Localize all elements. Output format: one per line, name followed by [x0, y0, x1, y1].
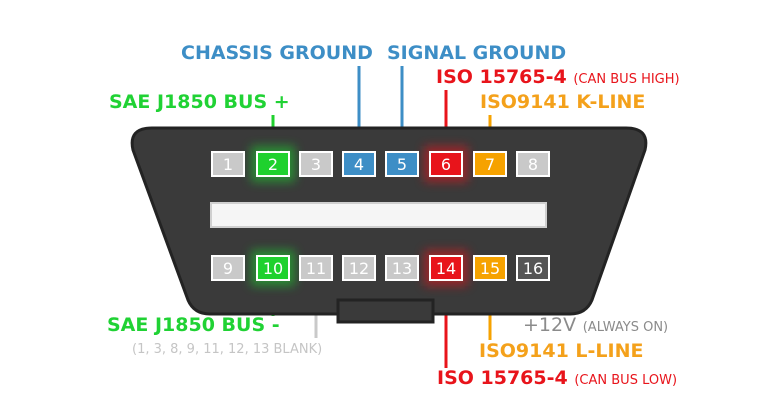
pin-13: [385, 255, 419, 281]
pin-number-4: 4: [354, 155, 364, 174]
pin-2: [256, 151, 290, 177]
pin-number-15: 15: [480, 259, 500, 278]
signal-ground-label: SIGNAL GROUND: [387, 42, 567, 64]
pin-number-9: 9: [223, 259, 233, 278]
connector-slot: [210, 202, 547, 228]
j1850-plus-label: SAE J1850 BUS +: [109, 91, 290, 113]
pin-number-6: 6: [441, 155, 451, 174]
pin-7: [473, 151, 507, 177]
can-low-label: ISO 15765-4 (CAN BUS LOW): [437, 369, 677, 388]
chassis-ground-label: CHASSIS GROUND: [181, 42, 373, 64]
pin-16: [516, 255, 550, 281]
pin-4: [342, 151, 376, 177]
pin-number-13: 13: [392, 259, 412, 278]
pin-number-3: 3: [311, 155, 321, 174]
pin-15: [473, 255, 507, 281]
pin-14: [429, 255, 463, 281]
pin-9: [211, 255, 245, 281]
can-low-sub: (CAN BUS LOW): [574, 373, 678, 388]
pin-8: [516, 151, 550, 177]
blank-pins-note: (1, 3, 8, 9, 11, 12, 13 BLANK): [132, 342, 323, 357]
pin-number-7: 7: [485, 155, 495, 174]
can-low-main: ISO 15765-4: [437, 367, 568, 389]
pin-12: [342, 255, 376, 281]
pin-3: [299, 151, 333, 177]
pin-number-1: 1: [223, 155, 233, 174]
pin-number-2: 2: [268, 155, 278, 174]
can-high-sub: (CAN BUS HIGH): [573, 72, 680, 87]
pin-5: [385, 151, 419, 177]
power-sub: (ALWAYS ON): [582, 320, 669, 335]
lline-label: ISO9141 L-LINE: [479, 340, 644, 362]
pin-number-11: 11: [306, 259, 326, 278]
pin-11: [299, 255, 333, 281]
pin-number-16: 16: [523, 259, 543, 278]
pin-number-10: 10: [263, 259, 283, 278]
can-high-main: ISO 15765-4: [436, 66, 567, 88]
pin-number-14: 14: [436, 259, 456, 278]
pin-number-8: 8: [528, 155, 538, 174]
kline-label: ISO9141 K-LINE: [480, 91, 646, 113]
pin-number-5: 5: [397, 155, 407, 174]
j1850-minus-label: SAE J1850 BUS -: [107, 314, 280, 336]
connector-tab: [336, 298, 435, 324]
can-high-label: ISO 15765-4 (CAN BUS HIGH): [436, 68, 680, 87]
pin-10: [256, 255, 290, 281]
power-main: +12V: [523, 314, 577, 336]
pin-1: [211, 151, 245, 177]
pin-6: [429, 151, 463, 177]
pin-number-12: 12: [349, 259, 369, 278]
power-label: +12V (ALWAYS ON): [523, 316, 668, 335]
